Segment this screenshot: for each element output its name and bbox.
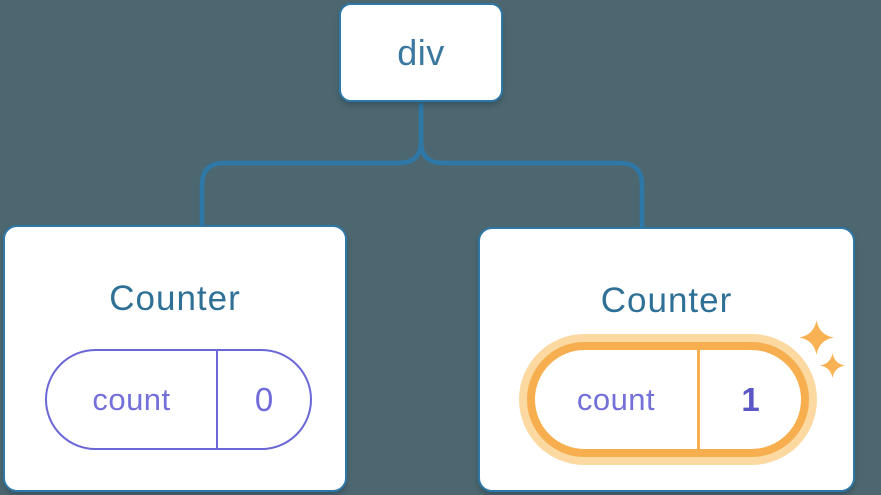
state-pill: count 0 <box>45 349 312 450</box>
counter-card-right: Counter count 1 <box>478 227 855 492</box>
state-key-cell: count <box>47 351 218 448</box>
state-key-label: count <box>92 381 171 417</box>
root-node-div: div <box>339 3 503 102</box>
connector-right-branch <box>418 103 645 227</box>
state-key-label: count <box>576 381 656 417</box>
state-key-cell: count <box>535 350 700 449</box>
root-node-label: div <box>397 31 445 73</box>
component-title: Counter <box>600 281 733 320</box>
state-value-label: 1 <box>741 380 760 418</box>
connector-left-branch <box>199 103 424 225</box>
state-pill-highlighted: count 1 <box>527 342 809 457</box>
state-value-cell: 1 <box>700 350 801 449</box>
counter-card-left: Counter count 0 <box>3 225 347 492</box>
component-title: Counter <box>109 279 241 318</box>
state-value-label: 0 <box>254 380 274 418</box>
state-value-cell: 0 <box>218 351 310 448</box>
